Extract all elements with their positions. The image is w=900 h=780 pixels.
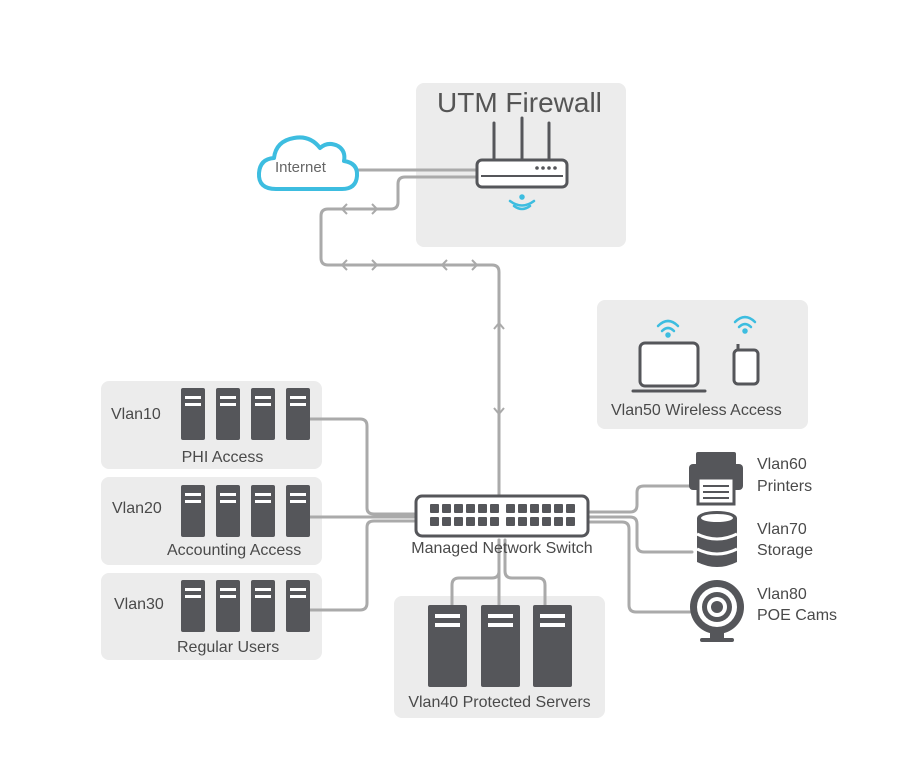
wireless-label: Vlan50 Wireless Access [611, 402, 782, 419]
vlan30-panel [101, 573, 322, 660]
database-icon [696, 511, 738, 567]
wireless-panel [597, 300, 808, 429]
vlan10-panel [101, 381, 322, 469]
switch-label: Managed Network Switch [411, 540, 593, 557]
phone-icon [732, 315, 760, 386]
printers-vlan: Vlan60 [757, 456, 807, 473]
switch-icon [414, 494, 590, 538]
vlan20-id: Vlan20 [112, 500, 162, 517]
router-icon [475, 116, 569, 211]
vlan30-label: Regular Users [177, 639, 280, 656]
vlan30-id: Vlan30 [114, 596, 164, 613]
laptop-icon [631, 319, 707, 393]
storage-label: Storage [757, 542, 814, 559]
internet-label: Internet [275, 159, 326, 176]
firewall-title: UTM Firewall [437, 87, 602, 118]
vlan20-panel [101, 477, 322, 565]
printers-label: Printers [757, 478, 813, 495]
vlan20-label: Accounting Access [167, 542, 302, 559]
cams-vlan: Vlan80 [757, 586, 807, 603]
internet-cloud-icon [256, 135, 360, 191]
vlan10-id: Vlan10 [111, 406, 161, 423]
storage-vlan: Vlan70 [757, 521, 807, 538]
camera-icon [690, 580, 744, 642]
printer-icon [689, 452, 743, 506]
cams-label: POE Cams [757, 607, 838, 624]
servers-label: Vlan40 Protected Servers [408, 694, 591, 711]
vlan10-label: PHI Access [181, 449, 264, 466]
